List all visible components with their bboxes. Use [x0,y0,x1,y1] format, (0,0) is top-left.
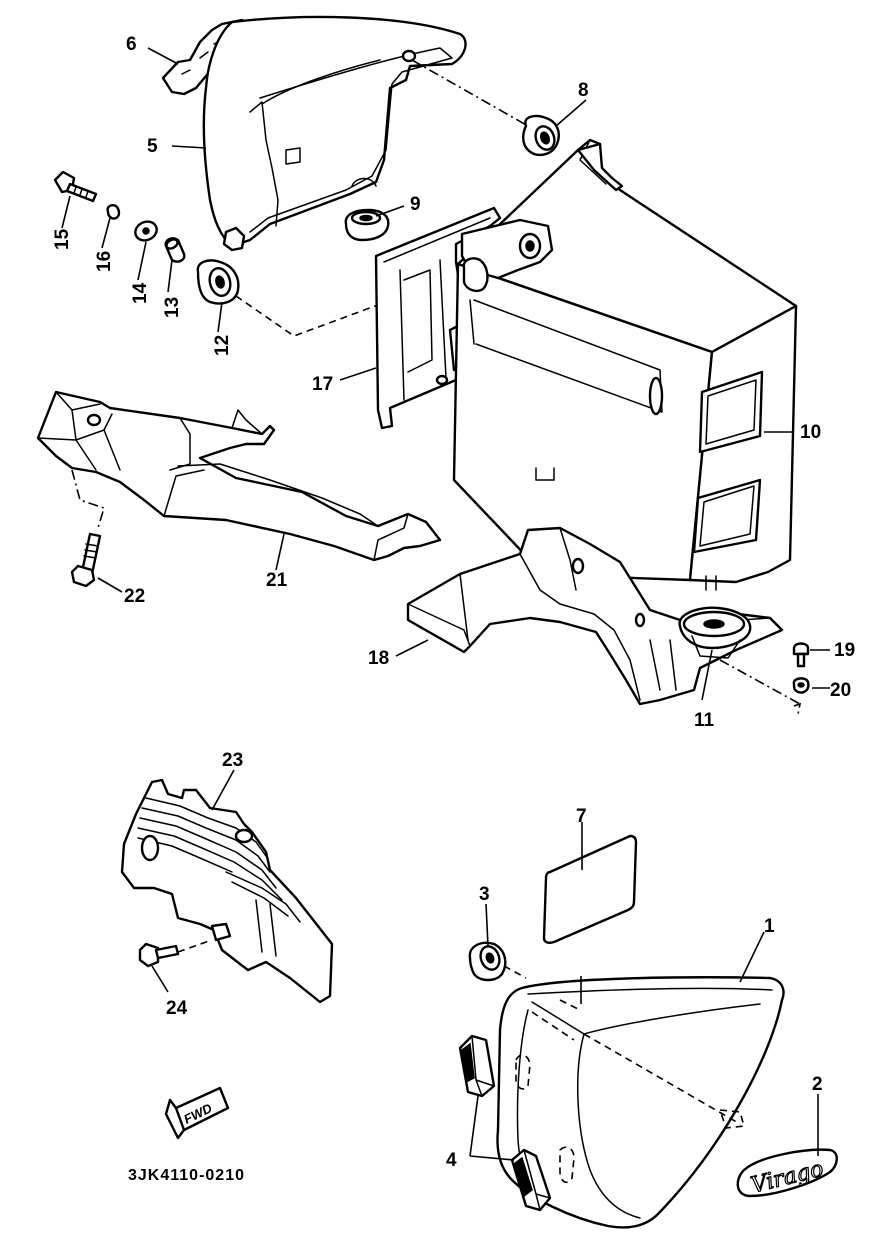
callout-15: 15 [52,228,73,250]
part-4-damper-lower [510,1148,552,1212]
part-10-battery-box [452,138,798,591]
callout-4: 4 [446,1150,457,1171]
part-2-emblem: Virago [736,1148,838,1199]
callout-8: 8 [578,80,589,101]
part-9-grommet [344,208,390,242]
part-15-bolt [53,170,98,203]
callout-9: 9 [410,194,421,215]
fwd-arrow-icon: FWD [164,1086,230,1140]
callout-23: 23 [222,750,243,771]
part-19-screw [792,642,810,668]
part-23-side-cover [120,778,334,1004]
callout-18: 18 [368,648,389,669]
part-1-side-cover [496,976,785,1229]
part-21-air-duct [36,390,442,562]
callout-20: 20 [830,680,851,701]
callout-11: 11 [694,710,715,731]
callout-5: 5 [147,136,158,157]
part-7-label-plate [542,834,638,944]
part-8-grommet [522,114,560,157]
part-11-damper [678,606,752,659]
drawing-code: 3JK4110-0210 [128,1167,245,1184]
callout-21: 21 [266,570,288,591]
axis-line-duct-to-bolt [71,469,105,529]
callout-24: 24 [166,998,188,1019]
callout-17: 17 [312,374,333,395]
callout-7: 7 [576,806,587,827]
part-13-collar [164,237,186,263]
callout-19: 19 [834,640,855,661]
callout-14: 14 [130,282,151,304]
axis-line-damper-to-screw [719,659,801,705]
callout-13: 13 [162,297,183,318]
part-18-lower-bracket [406,526,784,706]
callout-2: 2 [812,1074,823,1095]
callout-22: 22 [124,586,145,607]
part-20-nut [792,677,810,694]
callout-10: 10 [800,422,821,443]
part-22-bolt [70,532,102,588]
axis-line-cover-to-grommet [411,59,529,127]
callout-12: 12 [212,335,233,356]
part-24-screw [138,942,180,968]
part-14-washer [134,220,158,242]
part-12-grommet [196,259,240,305]
axis-line-screw-to-cover [177,939,213,953]
part-4-damper-upper [458,1034,496,1098]
callout-6: 6 [126,34,137,55]
axis-line-end [793,702,802,715]
part-16-washer [106,204,121,220]
leader-lines [61,47,830,1161]
callout-3: 3 [479,884,490,905]
axis-line-grommet-to-cover [503,965,527,979]
callout-1: 1 [764,916,775,937]
part-5-upper-side-cover [202,15,467,252]
callouts: 1 2 3 4 5 6 7 8 9 10 11 12 13 14 16 15 1… [52,34,855,1171]
callout-15-16-b: 16 [94,251,115,272]
part-3-grommet [468,941,507,982]
